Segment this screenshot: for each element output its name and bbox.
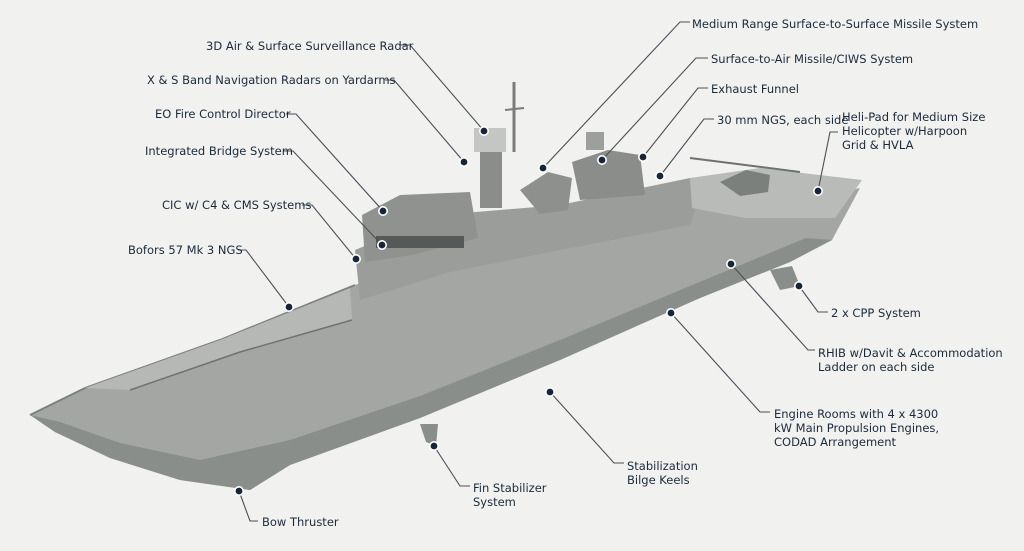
marker-bilge <box>544 386 555 397</box>
yardarm <box>504 107 525 111</box>
label-mrssm: Medium Range Surface-to-Surface Missile … <box>692 17 979 31</box>
hull-lower-shadow <box>30 238 832 490</box>
marker-radar3d <box>478 126 489 137</box>
leader-line-fin <box>433 445 470 487</box>
label-3d-radar: 3D Air & Surface Surveillance Radar <box>206 39 414 53</box>
label-eo-fire-control: EO Fire Control Director <box>155 107 291 121</box>
marker-funnel <box>637 152 648 163</box>
leader-line-cic <box>302 204 357 260</box>
helicopter <box>720 170 770 196</box>
marker-cpp <box>793 280 804 291</box>
leader-line-helipad <box>817 131 838 192</box>
marker-mrssm <box>537 163 548 174</box>
marker-bowthruster <box>234 485 245 496</box>
leader-line-bofors <box>238 249 290 308</box>
label-bofors: Bofors 57 Mk 3 NGS <box>128 243 243 257</box>
leader-line-rhib <box>730 263 815 351</box>
marker-navradar <box>458 157 469 168</box>
leader-line-mrssm <box>542 21 690 169</box>
leader-line-bowthruster <box>238 490 258 522</box>
leader-line-ngs30 <box>659 118 714 177</box>
superstructure <box>355 178 700 300</box>
label-cic: CIC w/ C4 & CMS Systems <box>162 198 312 212</box>
label-integrated-bridge: Integrated Bridge System <box>145 144 293 158</box>
leader-line-bilge <box>549 391 624 464</box>
label-nav-radars: X & S Band Navigation Radars on Yardarms <box>147 73 396 87</box>
label-cpp: 2 x CPP System <box>831 306 921 320</box>
marker-helipad <box>812 186 823 197</box>
leader-line-engine <box>670 312 770 413</box>
marker-fin <box>428 440 439 451</box>
mast <box>480 150 502 208</box>
marker-eofcd <box>377 206 388 217</box>
bow-deck <box>85 288 352 390</box>
marker-rhib <box>725 258 736 269</box>
leader-line-radar3d <box>400 44 485 132</box>
funnel <box>572 150 645 200</box>
marker-ibs <box>376 240 387 251</box>
leader-line-cpp <box>798 285 828 313</box>
label-sam-ciws: Surface-to-Air Missile/CIWS System <box>711 52 914 66</box>
marker-engine <box>665 307 676 318</box>
label-30mm-ngs: 30 mm NGS, each side <box>717 113 849 127</box>
hull <box>30 188 860 490</box>
leader-line-navradar <box>385 79 465 163</box>
fin-stabilizer <box>420 424 438 446</box>
ciws-mount <box>586 132 604 150</box>
leader-line-sam <box>601 57 708 161</box>
leader-line-funnel <box>642 87 708 158</box>
label-exhaust-funnel: Exhaust Funnel <box>711 82 799 96</box>
rotor <box>689 157 801 173</box>
marker-ngs30 <box>654 171 665 182</box>
marker-sam <box>596 155 607 166</box>
label-bow-thruster: Bow Thruster <box>262 515 339 529</box>
bridge-windows <box>376 236 464 248</box>
missile-launcher <box>520 172 572 214</box>
propeller <box>770 266 800 290</box>
marker-bofors <box>283 301 294 312</box>
leader-line-ibs <box>283 150 383 246</box>
leader-line-eofcd <box>286 113 384 212</box>
bulwark <box>129 319 353 391</box>
marker-cic <box>350 254 361 265</box>
